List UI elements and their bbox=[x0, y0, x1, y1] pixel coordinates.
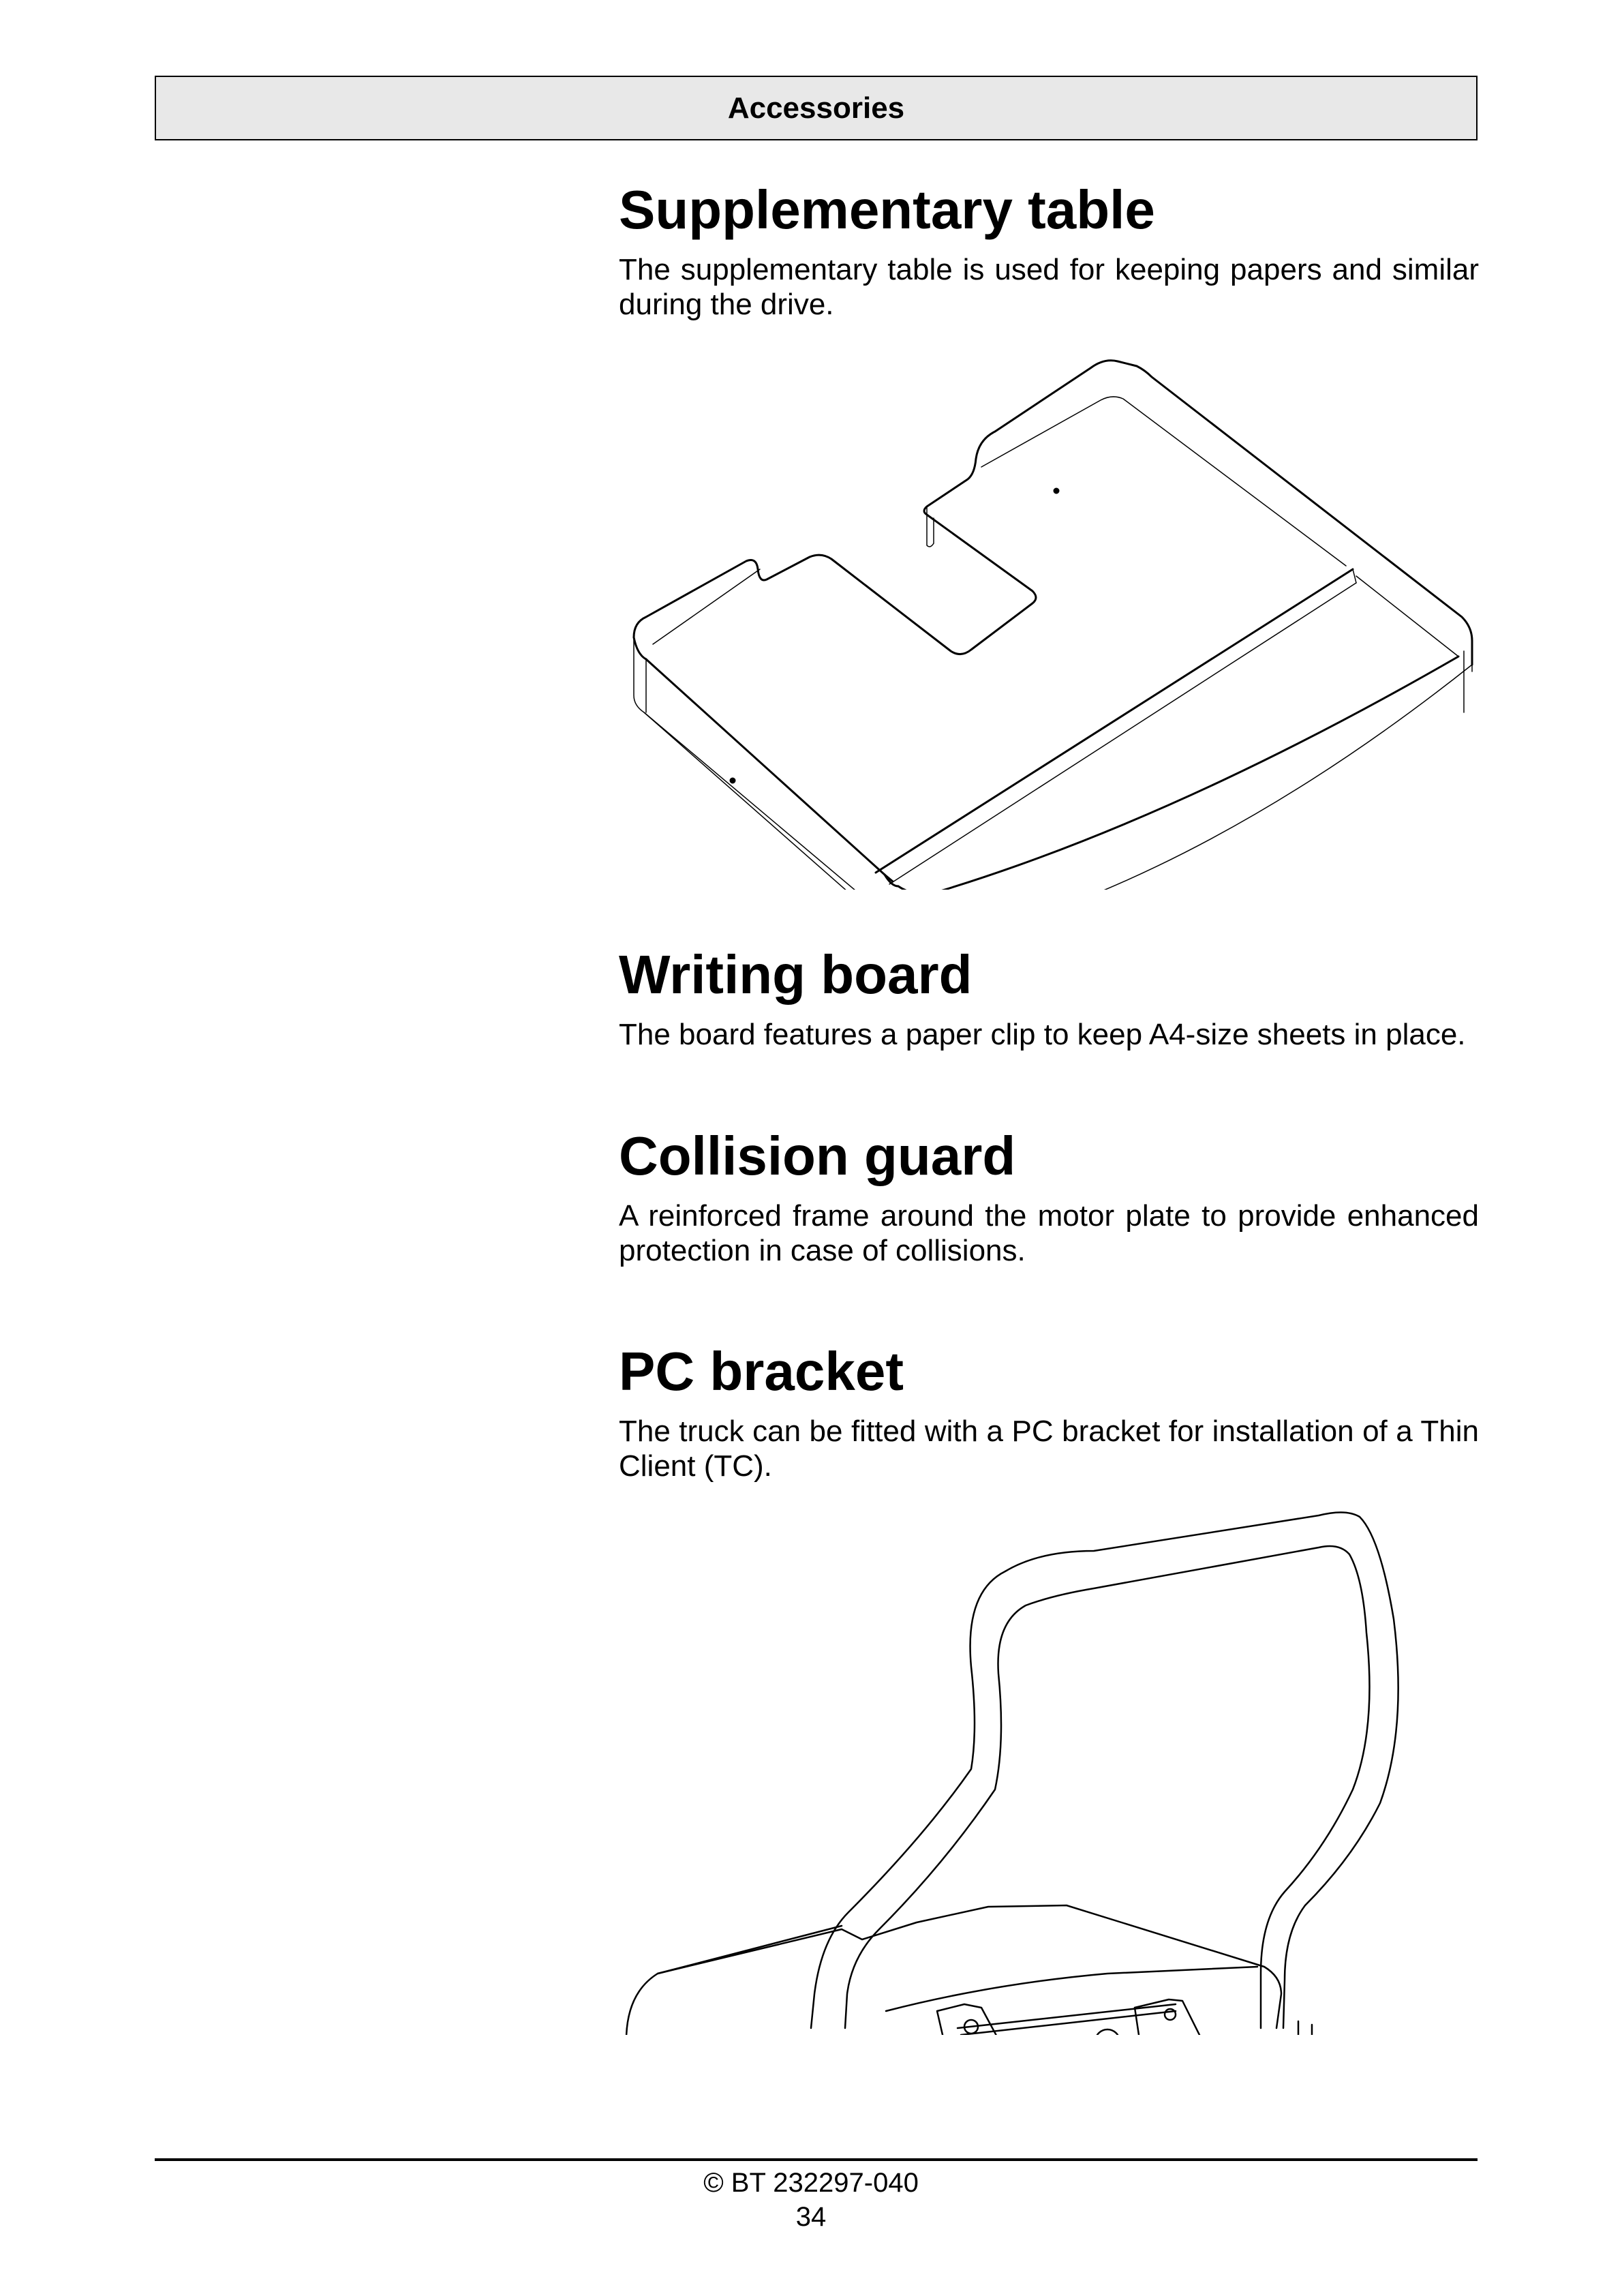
section-heading: Writing board bbox=[619, 944, 973, 1005]
chapter-title: Accessories bbox=[727, 91, 905, 125]
chapter-header: Accessories bbox=[155, 76, 1478, 140]
section-heading: Supplementary table bbox=[619, 179, 1155, 240]
section-pc-bracket: PC bracket The truck can be fitted with … bbox=[619, 1340, 1479, 1483]
section-heading: PC bracket bbox=[619, 1341, 904, 1402]
section-body: The supplementary table is used for keep… bbox=[619, 253, 1479, 321]
footer-divider bbox=[155, 2158, 1478, 2161]
footer-page-number: 34 bbox=[795, 2202, 827, 2232]
section-body: A reinforced frame around the motor plat… bbox=[619, 1199, 1479, 1267]
section-body: The truck can be fitted with a PC bracke… bbox=[619, 1415, 1479, 1483]
section-supplementary-table: Supplementary table The supplementary ta… bbox=[619, 179, 1479, 322]
pc-bracket-illustration bbox=[617, 1503, 1482, 2035]
supplementary-table-illustration bbox=[627, 344, 1486, 890]
section-writing-board: Writing board The board features a paper… bbox=[619, 943, 1479, 1052]
section-body: The board features a paper clip to keep … bbox=[619, 1018, 1466, 1051]
section-heading: Collision guard bbox=[619, 1126, 1016, 1186]
section-collision-guard: Collision guard A reinforced frame aroun… bbox=[619, 1125, 1479, 1268]
footer-copyright: © BT 232297-040 bbox=[703, 2168, 919, 2198]
